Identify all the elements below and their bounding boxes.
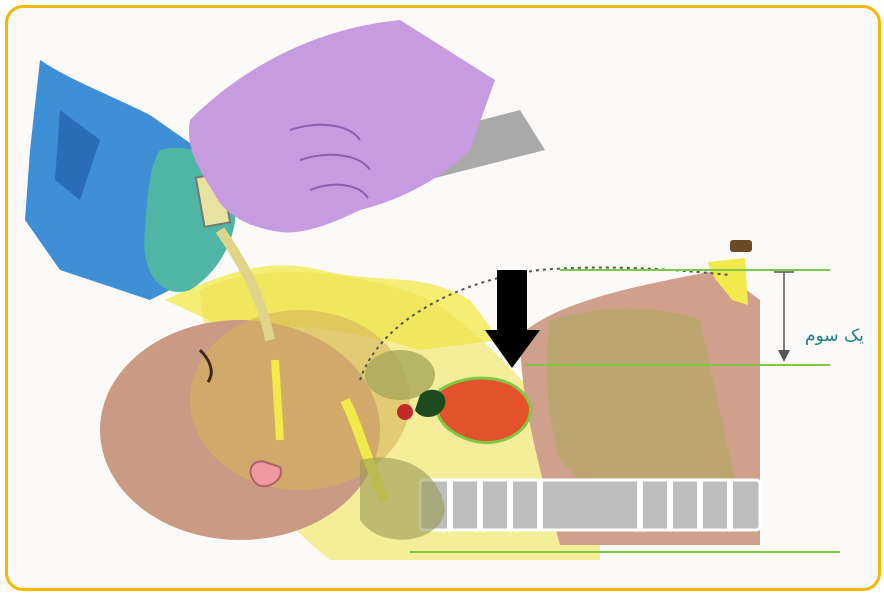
spine bbox=[420, 480, 760, 530]
glove bbox=[189, 20, 495, 233]
figure-frame: یک سوم bbox=[5, 5, 881, 591]
valve bbox=[397, 404, 413, 420]
illustration bbox=[5, 5, 881, 591]
one-third-label: یک سوم bbox=[805, 326, 864, 346]
clavicle-marker bbox=[730, 240, 752, 252]
neck-bone bbox=[275, 360, 280, 440]
measure-arrow-icon bbox=[774, 272, 794, 362]
